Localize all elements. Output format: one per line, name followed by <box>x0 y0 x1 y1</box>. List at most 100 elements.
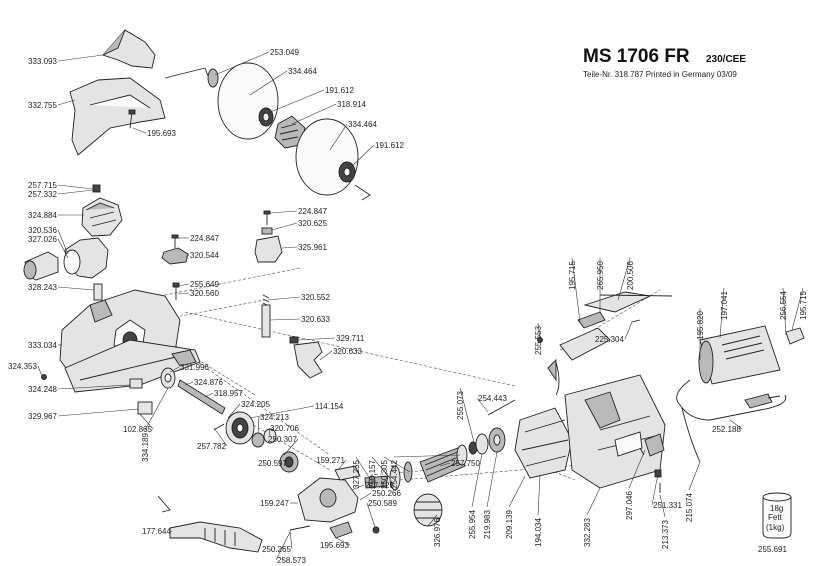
part-number-label: 255.553 <box>534 326 543 355</box>
leader-line <box>204 392 214 398</box>
leader-line <box>57 238 69 259</box>
part-number-label: 318.957 <box>214 389 243 398</box>
part-number-label: 255.954 <box>468 510 477 539</box>
part-number-label: 331.996 <box>180 363 209 372</box>
part-number-label: 320.633 <box>333 347 362 356</box>
leader-line <box>719 287 725 339</box>
leader-line <box>177 283 190 287</box>
leader-line <box>291 103 337 125</box>
part-number-label: 334.189 <box>141 433 150 462</box>
switch-assembly <box>537 291 673 396</box>
leader-line <box>144 387 169 431</box>
leader-line <box>355 456 373 483</box>
part-number-label: 320.536 <box>28 226 57 235</box>
part-number-label: 324.353 <box>8 362 37 371</box>
part-number-label: 326.976 <box>433 518 442 547</box>
leader-line <box>57 229 69 255</box>
part-number-label: 254.443 <box>478 394 507 403</box>
print-info: Teile-Nr. 318.787 Printed in Germany 03/… <box>583 70 737 79</box>
svg-text:Fett: Fett <box>768 513 783 522</box>
part-number-label: 257.715 <box>28 181 57 190</box>
part-number-label: 197.041 <box>720 291 729 320</box>
leader-line <box>281 246 298 249</box>
part-number-label: 250.305 <box>380 460 389 489</box>
leader-line <box>169 366 180 373</box>
part-number-label: 257.332 <box>28 190 57 199</box>
leader-line <box>37 365 43 377</box>
part-number-label: 159.247 <box>260 499 289 508</box>
part-number-label: 215.074 <box>685 493 694 522</box>
part-number-label: 250.589 <box>368 499 397 508</box>
leader-line <box>177 292 190 295</box>
auxiliary-handle <box>157 495 263 553</box>
leader-line <box>227 403 241 419</box>
svg-text:(1kg): (1kg) <box>766 523 785 532</box>
leader-lines <box>37 51 804 561</box>
leader-line <box>57 286 95 291</box>
leader-line <box>659 494 666 518</box>
leader-line <box>257 416 260 434</box>
leader-line <box>791 287 804 331</box>
part-number-label: 200.506 <box>626 261 635 290</box>
part-number-label: 250.266 <box>372 489 401 498</box>
leader-line <box>571 257 581 323</box>
part-number-label: 251.331 <box>653 501 682 510</box>
leader-line <box>214 51 270 76</box>
leader-line <box>213 427 228 447</box>
part-number-label: 329.967 <box>28 412 57 421</box>
leader-line <box>132 127 147 134</box>
model-title: MS 1706 FR <box>583 46 690 67</box>
part-number-label: 332.283 <box>583 518 592 547</box>
part-number-label: 177.644 <box>142 527 171 536</box>
leader-line <box>471 453 483 508</box>
leader-line <box>269 318 301 321</box>
part-number-label: 257.750 <box>451 459 480 468</box>
leader-line <box>185 254 190 258</box>
part-number-label: 328.243 <box>28 283 57 292</box>
leader-line <box>283 461 289 464</box>
part-number-label: 332.755 <box>28 101 57 110</box>
part-number-label: 333.034 <box>28 341 57 350</box>
part-number-label: 224.847 <box>190 234 219 243</box>
part-number-label: 324.884 <box>28 211 57 220</box>
leader-line <box>57 384 131 390</box>
leader-line <box>537 322 541 341</box>
leader-line <box>169 530 173 533</box>
part-number-label: 324.205 <box>241 400 270 409</box>
motor-section <box>475 374 666 489</box>
leader-line <box>371 456 391 479</box>
leader-line <box>269 210 298 214</box>
part-number-label: 258.573 <box>277 556 306 565</box>
leader-line <box>57 99 76 106</box>
leader-line <box>427 514 438 527</box>
part-number-label: 191.612 <box>375 141 404 150</box>
leader-line <box>57 408 139 417</box>
part-number-label: 277.126 <box>365 481 394 490</box>
leader-line <box>651 473 659 506</box>
leader-line <box>508 475 526 508</box>
part-number-label: 320.544 <box>190 251 219 260</box>
part-number-label: 320.560 <box>190 289 219 298</box>
part-number-label: 250.265 <box>262 545 291 554</box>
part-number-label: 329.711 <box>336 334 365 343</box>
part-number-label: 219.983 <box>483 510 492 539</box>
leader-line <box>267 296 301 301</box>
leader-line <box>393 454 461 458</box>
leader-line <box>335 537 351 546</box>
leader-line <box>319 350 333 361</box>
part-number-label: 253.049 <box>270 48 299 57</box>
grease-can: 18g Fett (1kg) 255.691 <box>758 492 792 554</box>
part-number-label: 254.442 <box>390 460 399 489</box>
leader-line <box>349 144 375 169</box>
leader-line <box>57 54 104 62</box>
part-number-label: 265.950 <box>596 261 605 290</box>
part-number-label: 255.073 <box>456 391 465 420</box>
leader-line <box>366 502 377 531</box>
part-number-label: 194.034 <box>534 518 543 547</box>
leader-line <box>184 381 194 386</box>
dust-extraction-elbow <box>23 184 123 301</box>
voltage-label: 230/CEE <box>706 54 746 65</box>
part-number-label: 327.255 <box>352 460 361 489</box>
part-number-label: 252.188 <box>712 425 741 434</box>
